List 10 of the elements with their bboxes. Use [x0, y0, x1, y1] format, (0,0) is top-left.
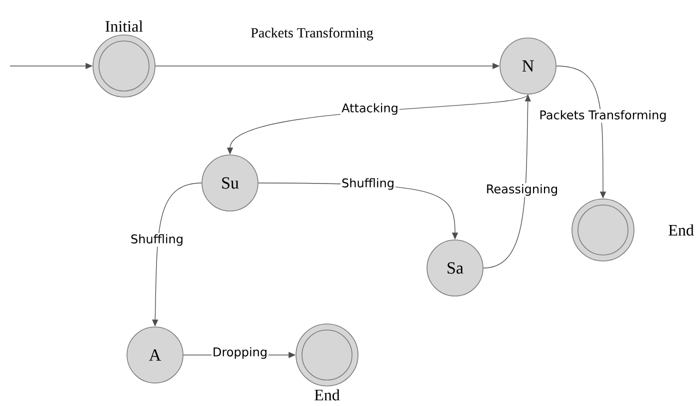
edge-label: Dropping [211, 346, 269, 360]
node-label: End [668, 224, 694, 236]
node-label: Initial [105, 20, 143, 32]
edge-label: Shuffling [130, 233, 184, 247]
edge-label: Shuffling [340, 177, 396, 191]
edge-label: Packets Transforming [251, 28, 374, 40]
edge-label: Reassigning [484, 183, 560, 197]
edge-label: Attacking [340, 102, 400, 116]
edge-label: Packets Transforming [538, 109, 668, 123]
node-label: End [314, 389, 340, 400]
